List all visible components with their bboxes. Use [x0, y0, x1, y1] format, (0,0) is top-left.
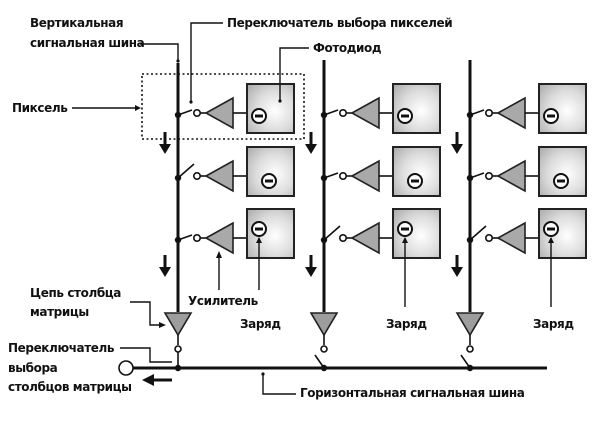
label-pixel-select-switch-text: Переключатель выбора пикселей	[227, 16, 452, 30]
label-charge-col2: Заряд	[386, 317, 427, 331]
pixel-select-switch	[323, 109, 339, 116]
pixel-array	[159, 60, 587, 372]
pixel-amplifier	[350, 159, 380, 193]
switch-contact	[193, 234, 202, 243]
pixel-select-switch-open	[177, 163, 195, 179]
pixel-amplifier	[204, 159, 234, 193]
pixel-amplifier	[204, 221, 234, 255]
column-amplifier	[163, 312, 193, 337]
column-switch-contact	[320, 345, 328, 353]
down-arrow-icon	[451, 267, 463, 277]
pixel-amplifier	[204, 96, 234, 130]
pixel-amplifier	[496, 159, 526, 193]
switch-contact	[338, 172, 347, 181]
charge-labels: Заряд Заряд Заряд	[240, 317, 575, 331]
photodiode	[392, 83, 441, 134]
label-pixel-text: Пиксель	[12, 101, 68, 115]
down-arrow-icon	[159, 144, 171, 154]
label-column-select-switch-line3: столбцов матрицы	[8, 380, 132, 394]
column-switch-contact	[466, 345, 474, 353]
label-column-circuit-line1: Цепь столбца	[30, 286, 121, 300]
photodiode	[246, 83, 295, 134]
label-amplifier-text: Усилитель	[188, 294, 259, 308]
pixel-boundary	[141, 73, 305, 140]
switch-contact	[338, 234, 347, 243]
switch-contact	[193, 109, 202, 118]
label-column-circuit-line2: матрицы	[30, 305, 89, 319]
charge-arrow-icon	[256, 237, 262, 243]
switch-contact	[193, 172, 202, 181]
charge-arrow-icon	[402, 237, 408, 243]
label-photodiode: Фотодиод	[278, 41, 382, 103]
switch-contact	[338, 109, 347, 118]
column-switch-contact	[174, 345, 182, 353]
switch-contact	[484, 234, 493, 243]
label-amplifier: Усилитель	[188, 251, 259, 308]
label-vertical-bus-line1: Вертикальная	[30, 16, 123, 30]
pixel-select-switch	[469, 109, 485, 116]
label-charge-col1: Заряд	[240, 317, 281, 331]
label-horizontal-bus: Горизонтальная сигнальная шина	[261, 372, 525, 400]
column-amplifier	[309, 312, 339, 337]
pixel-amplifier	[350, 96, 380, 130]
label-vertical-bus-line2: сигнальная шина	[30, 36, 145, 50]
label-pixel-select-switch: Переключатель выбора пикселей	[189, 16, 453, 104]
label-pixel: Пиксель	[12, 101, 141, 115]
label-column-select-switch-line1: Переключатель	[8, 341, 115, 355]
pixel-select-switch	[177, 109, 193, 116]
label-column-select-switch: Переключатель выбора столбцов матрицы	[8, 341, 172, 394]
label-column-select-switch-line2: выбора	[8, 361, 58, 375]
label-horizontal-bus-text: Горизонтальная сигнальная шина	[300, 386, 525, 400]
down-arrow-icon	[305, 267, 317, 277]
label-vertical-bus: Вертикальная сигнальная шина	[30, 16, 180, 63]
switch-contact	[484, 109, 493, 118]
pixel-select-switch-open	[469, 225, 487, 241]
photodiode	[538, 83, 587, 134]
output-terminal	[118, 360, 134, 376]
column-amplifier	[455, 312, 485, 337]
pixel-amplifier	[350, 221, 380, 255]
label-column-circuit: Цепь столбца матрицы	[30, 286, 166, 328]
switch-contact	[484, 172, 493, 181]
pixel-amplifier	[496, 96, 526, 130]
pixel-select-switch	[323, 172, 339, 179]
down-arrow-icon	[451, 144, 463, 154]
pixel-select-switch-open	[323, 225, 341, 241]
output-arrow-icon	[142, 374, 172, 386]
down-arrow-icon	[305, 144, 317, 154]
label-photodiode-text: Фотодиод	[313, 41, 382, 55]
down-arrow-icon	[159, 267, 171, 277]
charge-arrow-icon	[548, 237, 554, 243]
pixel-amplifier	[496, 221, 526, 255]
pixel-select-switch	[177, 234, 193, 241]
label-charge-col3: Заряд	[533, 317, 574, 331]
pixel-select-switch	[469, 172, 485, 179]
